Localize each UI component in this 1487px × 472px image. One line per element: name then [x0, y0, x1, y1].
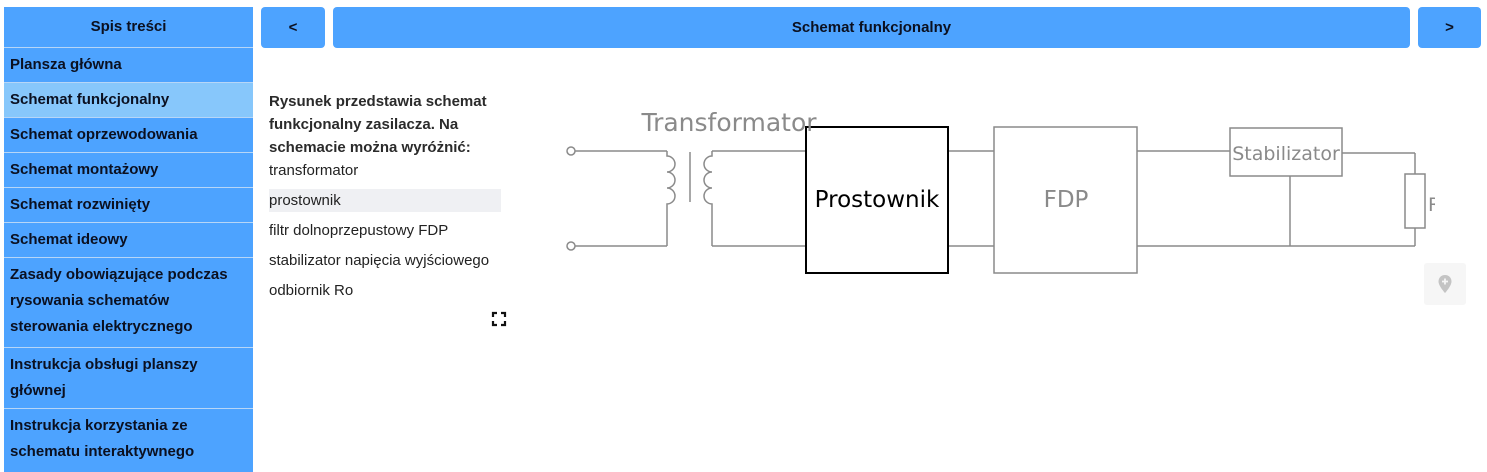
- prev-button[interactable]: <: [261, 7, 325, 48]
- rectifier-block: [805, 126, 949, 274]
- transformer-label: Transformator: [640, 108, 817, 137]
- list-item-transformator[interactable]: transformator: [269, 162, 359, 179]
- rectifier-label: Prostownik: [815, 187, 940, 213]
- sidebar-item-instrukcja-planszy[interactable]: Instrukcja obsługi planszy głównej: [4, 347, 253, 408]
- sidebar-item-instrukcja-schematu[interactable]: Instrukcja korzystania ze schematu inter…: [4, 408, 253, 469]
- stabilizer-block: [1229, 127, 1343, 177]
- functional-diagram: Transformator Prostownik FDP Stabilizato…: [566, 108, 1435, 274]
- sidebar-item-schemat-montazowy[interactable]: Schemat montażowy: [4, 152, 253, 187]
- list-item-stabilizator[interactable]: stabilizator napięcia wyjściowego: [269, 252, 490, 269]
- next-button[interactable]: >: [1418, 7, 1481, 48]
- list-item-prostownik[interactable]: prostownik: [269, 189, 501, 212]
- description-panel: Rysunek przedstawia schemat funkcjonalny…: [269, 90, 509, 302]
- load-resistor: [1404, 173, 1426, 229]
- sidebar-item-schemat-ideowy[interactable]: Schemat ideowy: [4, 222, 253, 257]
- sidebar-title: Spis treści: [4, 7, 253, 47]
- page-title-button: Schemat funkcjonalny: [333, 7, 1410, 48]
- sidebar-item-schemat-rozwiniety[interactable]: Schemat rozwinięty: [4, 187, 253, 222]
- sidebar: Spis treści Plansza główna Schemat funkc…: [4, 7, 253, 472]
- fdp-label: FDP: [1044, 187, 1089, 213]
- load-label: Ro: [1428, 194, 1435, 216]
- fdp-block: [993, 126, 1138, 274]
- fullscreen-icon[interactable]: [491, 311, 507, 327]
- list-item-odbiornik[interactable]: odbiornik Ro: [269, 282, 354, 299]
- description-intro: Rysunek przedstawia schemat funkcjonalny…: [269, 93, 487, 156]
- sidebar-item-plansza-glowna[interactable]: Plansza główna: [4, 47, 253, 82]
- stabilizer-label: Stabilizator: [1232, 143, 1340, 165]
- sidebar-item-zasady[interactable]: Zasady obowiązujące podczas rysowania sc…: [4, 257, 253, 347]
- list-item-fdp[interactable]: filtr dolnoprzepustowy FDP: [269, 222, 449, 239]
- sidebar-item-schemat-oprzewodowania[interactable]: Schemat oprzewodowania: [4, 117, 253, 152]
- sidebar-item-schemat-funkcjonalny[interactable]: Schemat funkcjonalny: [4, 82, 253, 117]
- pin-button[interactable]: [1424, 263, 1466, 305]
- map-pin-icon: [1438, 275, 1452, 293]
